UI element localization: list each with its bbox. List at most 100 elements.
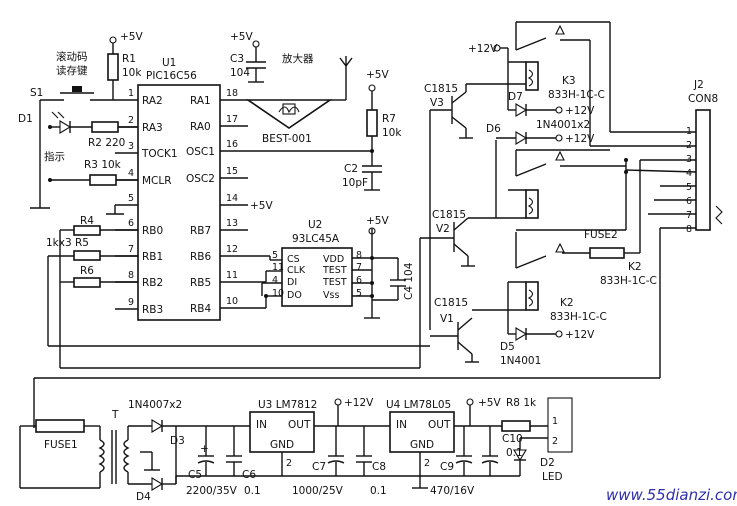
- u1-pin-name: RB4: [190, 303, 211, 315]
- psu-12v-label: +12V: [344, 397, 374, 409]
- fuse1-refdes: FUSE1: [44, 439, 78, 451]
- j2-refdes: J2: [693, 79, 704, 91]
- c3-capacitor-group: +5V C3 104: [230, 31, 266, 83]
- d3-part: 1N4007x2: [128, 399, 182, 411]
- u2-pin-name: DI: [287, 277, 297, 288]
- u3-gnd: GND: [270, 439, 294, 451]
- u2-pin-name: CS: [287, 254, 300, 265]
- k2-part: 833H-1C-C: [600, 275, 657, 287]
- u2-pin-num: 5: [356, 288, 362, 299]
- u3-in: IN: [256, 419, 267, 431]
- u1-pin-num: 13: [226, 218, 238, 229]
- r3-resistor: [89, 174, 117, 186]
- k3-supply-label: +12V: [468, 43, 498, 55]
- t1-refdes: T: [111, 409, 119, 421]
- led-conn-pin1: 1: [552, 416, 558, 427]
- u2-supply-label: +5V: [366, 215, 389, 227]
- fuse2: [589, 247, 625, 259]
- d1-refdes: D1: [18, 113, 33, 125]
- k3-part: 833H-1C-C: [548, 89, 605, 101]
- v2-refdes: V2: [436, 223, 450, 235]
- u1-pin-num: 18: [226, 88, 238, 99]
- d7-supply-label: +12V: [565, 105, 595, 117]
- j2-pin-num: 7: [686, 210, 692, 221]
- u2-pin-name: TEST: [322, 265, 347, 276]
- r1-resistor: [107, 53, 119, 81]
- v3-transistor: C1815 V3: [424, 83, 473, 330]
- u2-pin-num: 4: [272, 275, 278, 286]
- v1-transistor: C1815 V1: [430, 297, 479, 363]
- u2-pin-num: 6: [356, 275, 362, 286]
- r2-label: R2 220: [88, 137, 125, 149]
- c3-refdes: C3: [230, 53, 244, 65]
- u2-pin-num: 10: [272, 288, 284, 299]
- k2-relay: FUSE2 K2 833H-1C-C K2 833H-1C-C D5 1N400…: [472, 229, 657, 367]
- amp-caption: 放大器: [282, 52, 314, 65]
- d2-refdes: D2: [540, 457, 555, 469]
- u2-pin-name: DO: [287, 290, 302, 301]
- u1-pin-name: RB3: [142, 304, 163, 316]
- v2-transistor: C1815 V2: [420, 209, 475, 267]
- u4-out: OUT: [428, 419, 451, 431]
- r8-label: R8 1k: [506, 397, 537, 409]
- fuse1: [35, 419, 85, 433]
- u2-pin-name: VDD: [323, 254, 344, 265]
- u1-pin-name: RB0: [142, 225, 163, 237]
- u3-label: U3 LM7812: [258, 399, 317, 411]
- d7-part: 1N4001x2: [536, 119, 590, 131]
- r3-resistor-group: R3 10k: [48, 159, 138, 186]
- r7-resistor: [366, 109, 378, 137]
- u2-refdes: U2: [308, 219, 322, 231]
- led-conn-pin2: 2: [552, 436, 558, 447]
- k2-relay-upper: D6 +12V: [468, 123, 610, 219]
- d5-supply-label: +12V: [565, 329, 595, 341]
- c10-refdes: C10: [502, 433, 523, 445]
- c5-plus: +: [200, 443, 209, 455]
- j2-pin-num: 5: [686, 182, 692, 193]
- u1-pin-name: RB7: [190, 225, 211, 237]
- r5-resistor: [73, 250, 101, 261]
- k2b-refdes: K2: [560, 297, 574, 309]
- c5-refdes: C5: [188, 469, 202, 481]
- u1-pin-name: RB2: [142, 277, 163, 289]
- c2-refdes: C2: [344, 163, 358, 175]
- v1-refdes: V1: [440, 313, 454, 325]
- u1-pin-num: 4: [128, 168, 134, 179]
- r5-label: 1kx3 R5: [46, 237, 89, 249]
- led-connector: [547, 397, 573, 453]
- s1-caption-line1: 滚动码: [56, 50, 88, 63]
- u4-gnd-pin: 2: [424, 458, 430, 469]
- u1-pin-num: 9: [128, 297, 134, 308]
- amp-part: BEST-001: [262, 133, 312, 145]
- d7-refdes: D7: [508, 91, 523, 103]
- c4-label: C4 104: [403, 262, 415, 300]
- u1-pin-num: 11: [226, 270, 238, 281]
- u4-label: U4 LM78L05: [386, 399, 451, 411]
- u1-pin-num: 16: [226, 139, 238, 150]
- c3-value: 104: [230, 67, 250, 79]
- u1-refdes: U1: [162, 57, 176, 69]
- d3-refdes: D3: [170, 435, 185, 447]
- d2-caption: LED: [542, 471, 563, 483]
- watermark-text: www.55dianzi.com: [606, 486, 737, 504]
- u4-regulator: [389, 411, 455, 453]
- r6-refdes: R6: [80, 265, 94, 277]
- v3-part: C1815: [424, 83, 458, 95]
- u2-body: [281, 247, 353, 307]
- u2-pin-name: Vss: [323, 290, 339, 301]
- d1-caption: 指示: [44, 150, 65, 163]
- c7-value: 1000/25V: [292, 485, 344, 497]
- u2-pin-num: 7: [356, 262, 362, 273]
- u1-pin-name: TOCK1: [141, 148, 178, 160]
- c4-capacitor: C4 104: [372, 257, 415, 301]
- v3-refdes: V3: [430, 97, 444, 109]
- u2-pin-name: CLK: [287, 265, 306, 276]
- u2-pin-num: 8: [356, 250, 362, 261]
- u2-pin-name: TEST: [322, 277, 347, 288]
- s1-caption-line2: 读存键: [56, 64, 88, 77]
- k3-refdes: K3: [562, 75, 576, 87]
- u3-out: OUT: [288, 419, 311, 431]
- u1-pin-name: OSC2: [186, 173, 215, 185]
